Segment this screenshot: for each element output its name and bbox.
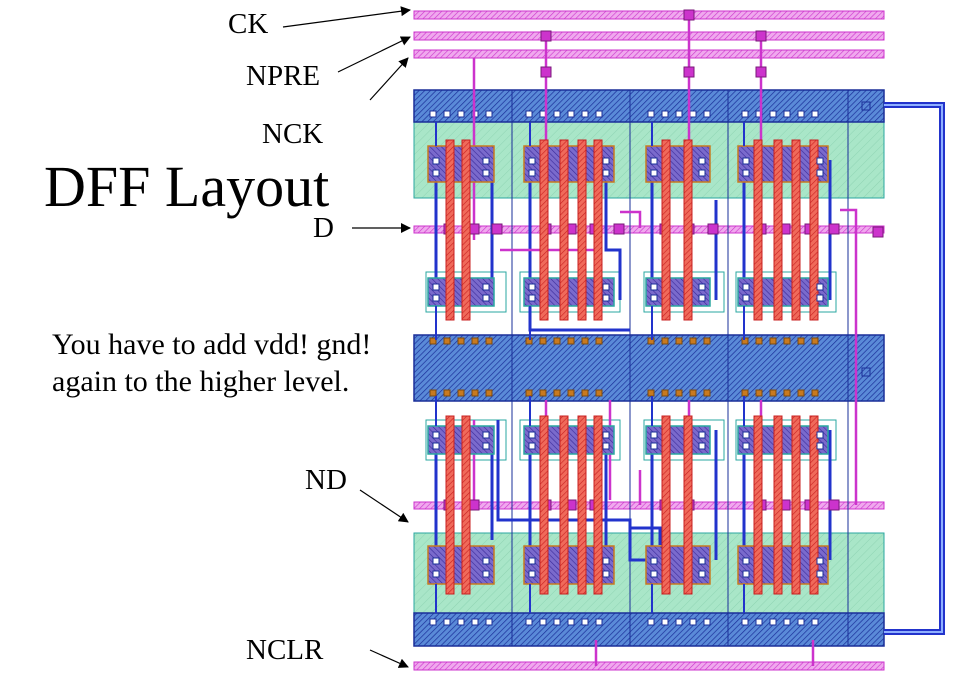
signal-label-nclr: NCLR xyxy=(246,634,324,666)
diffusion-contacts xyxy=(432,157,824,578)
top-signal-lines xyxy=(413,10,885,671)
signal-label-ck: CK xyxy=(228,8,269,40)
note-text: You have to add vdd! gnd! again to the h… xyxy=(52,328,372,398)
slide-title: DFF Layout xyxy=(44,154,330,219)
signal-label-nd: ND xyxy=(305,464,347,496)
signal-label-nck: NCK xyxy=(262,118,324,150)
gate-straps xyxy=(435,122,745,613)
signal-label-npre: NPRE xyxy=(246,60,321,92)
signal-label-d: D xyxy=(313,212,334,244)
poly-gates xyxy=(445,139,819,595)
arrow-icon xyxy=(282,6,411,668)
